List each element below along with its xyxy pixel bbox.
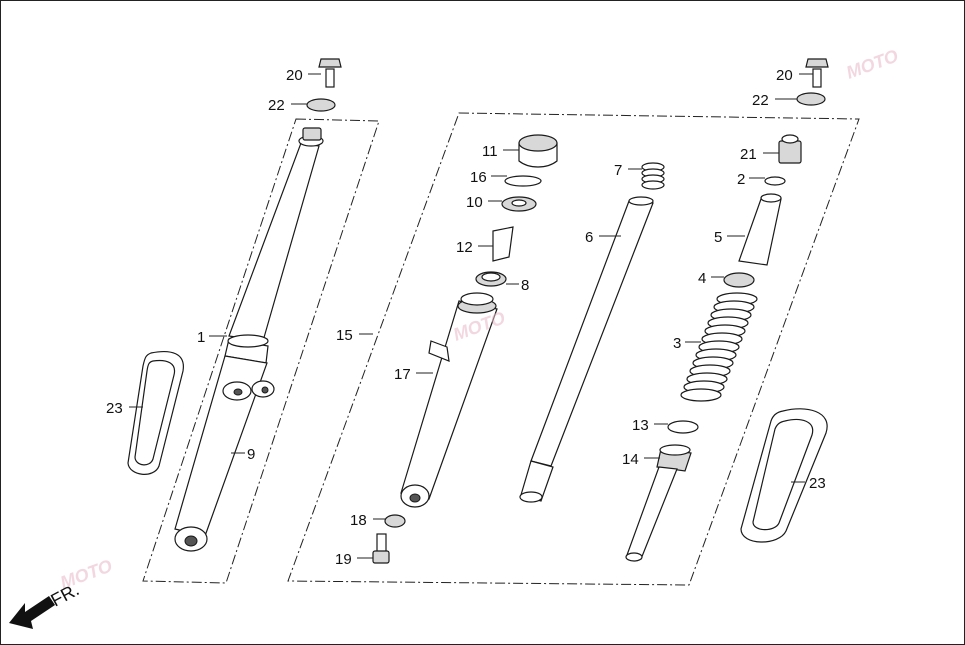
callout-18: 18 xyxy=(350,512,367,529)
spring-7 xyxy=(641,162,665,190)
callout-8: 8 xyxy=(521,277,529,294)
callout-12: 12 xyxy=(456,239,473,256)
callout-20-right: 20 xyxy=(776,67,793,84)
bolt-20-left xyxy=(318,58,342,88)
callout-5: 5 xyxy=(714,229,722,246)
callout-2: 2 xyxy=(737,171,745,188)
bolt-20-right xyxy=(805,58,829,88)
arrow-icon xyxy=(9,596,55,629)
callout-13: 13 xyxy=(632,417,649,434)
damper-rod-6 xyxy=(519,196,654,503)
front-direction-arrow: FR. xyxy=(9,579,82,629)
spring-3 xyxy=(680,292,758,402)
callout-23-left: 23 xyxy=(106,400,123,417)
watermark-text-top: MOTO xyxy=(844,46,901,83)
seal-11 xyxy=(518,134,558,168)
circlip-13 xyxy=(667,420,699,434)
leader-lines xyxy=(129,73,813,559)
washer-22-left xyxy=(306,98,336,112)
callout-20-left: 20 xyxy=(286,67,303,84)
callout-16: 16 xyxy=(470,169,487,186)
callout-22-left: 22 xyxy=(268,97,285,114)
cap-bolt-21 xyxy=(778,134,802,164)
cone-12 xyxy=(492,226,514,262)
callout-1: 1 xyxy=(197,329,205,346)
callout-19: 19 xyxy=(335,551,352,568)
callout-6: 6 xyxy=(585,229,593,246)
piston-rod-14 xyxy=(625,444,692,562)
spacer-5 xyxy=(738,193,782,266)
callout-4: 4 xyxy=(698,270,706,287)
washer-4 xyxy=(723,272,755,288)
callout-17: 17 xyxy=(394,366,411,383)
callout-3: 3 xyxy=(673,335,681,352)
washer-22-right xyxy=(796,92,826,106)
right-assembly-frame xyxy=(287,112,860,586)
bolt-19 xyxy=(372,533,390,564)
washer-18 xyxy=(384,514,406,528)
left-fork-leg-1 xyxy=(174,127,324,552)
callout-22-right: 22 xyxy=(752,92,769,109)
callout-15: 15 xyxy=(336,327,353,344)
callout-10: 10 xyxy=(466,194,483,211)
ring-8 xyxy=(475,271,507,287)
callout-21: 21 xyxy=(740,146,757,163)
o-ring-2 xyxy=(764,176,786,186)
outer-tube-17 xyxy=(400,292,498,508)
callout-11: 11 xyxy=(482,143,498,160)
washer-10 xyxy=(501,196,537,212)
fork-cover-23-left xyxy=(127,350,184,475)
fork-cover-23-right xyxy=(740,408,828,543)
callout-9: 9 xyxy=(247,446,255,463)
callout-23-right: 23 xyxy=(809,475,826,492)
callout-7: 7 xyxy=(614,162,622,179)
clip-16 xyxy=(504,175,542,187)
left-assembly-frame xyxy=(142,118,380,584)
callout-14: 14 xyxy=(622,451,639,468)
